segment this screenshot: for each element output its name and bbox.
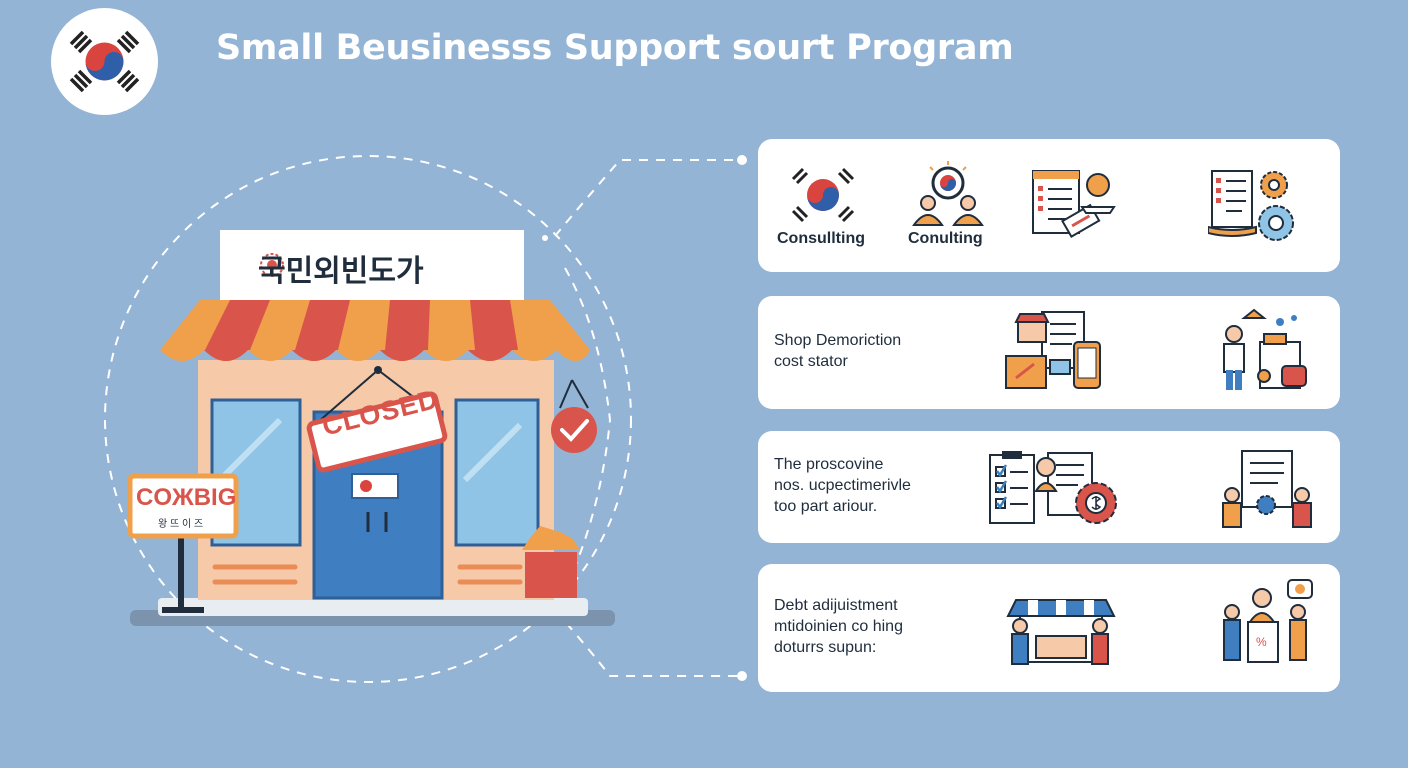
checklist-document-icon: [1032, 170, 1116, 239]
worker-tools-icon: [1223, 308, 1307, 390]
support-card-procurement: The proscovine nos. ucpectimerivle too p…: [758, 431, 1340, 543]
side-sign-title: COЖBIG: [136, 484, 237, 511]
logo-badge: [51, 8, 158, 115]
card-line: Debt adijuistment: [774, 597, 898, 614]
consultants-magnifier-icon: [912, 161, 984, 226]
support-card-shop-demolition: Shop Demoriction cost stator: [758, 296, 1340, 409]
consulting-label: Consullting: [777, 230, 865, 247]
storefront-illustration: [127, 230, 615, 626]
checklist-gear-icon: [989, 451, 1117, 524]
support-card-debt-adjustment: Debt adijuistment mtidoinien co hing dot…: [758, 564, 1340, 692]
conulting-label: Conulting: [908, 230, 983, 247]
store-sign-text: 국민외빈도가: [258, 255, 424, 288]
advisors-discount-icon: %: [1223, 579, 1313, 663]
card-line: too part ariour.: [774, 498, 878, 515]
card-line: nos. ucpectimerivle: [774, 477, 911, 494]
market-stall-people-icon: [1006, 599, 1116, 665]
card-line: cost stator: [774, 353, 848, 370]
card-description: Debt adijuistment mtidoinien co hing dot…: [774, 595, 964, 658]
support-card-consulting: Consullting Conulting: [758, 139, 1340, 272]
taegukgi-flag-icon: [791, 167, 855, 223]
page-title: Small Beusinesss Support sourt Program: [216, 28, 1014, 68]
svg-text:%: %: [1256, 635, 1267, 649]
card-line: The proscovine: [774, 456, 884, 473]
card-description: Shop Demoriction cost stator: [774, 330, 964, 372]
card-line: mtidoinien co hing: [774, 618, 903, 635]
shop-documents-phone-icon: [1005, 311, 1101, 389]
document-gears-icon: [1208, 170, 1294, 241]
side-sign-subtitle: 왕 뜨 이 즈: [158, 519, 204, 530]
card-line: doturrs supun:: [774, 639, 877, 656]
card-description: The proscovine nos. ucpectimerivle too p…: [774, 454, 964, 517]
card-line: Shop Demoriction: [774, 332, 902, 349]
team-document-gear-icon: [1222, 450, 1312, 528]
taegukgi-flag-icon: [69, 30, 140, 93]
